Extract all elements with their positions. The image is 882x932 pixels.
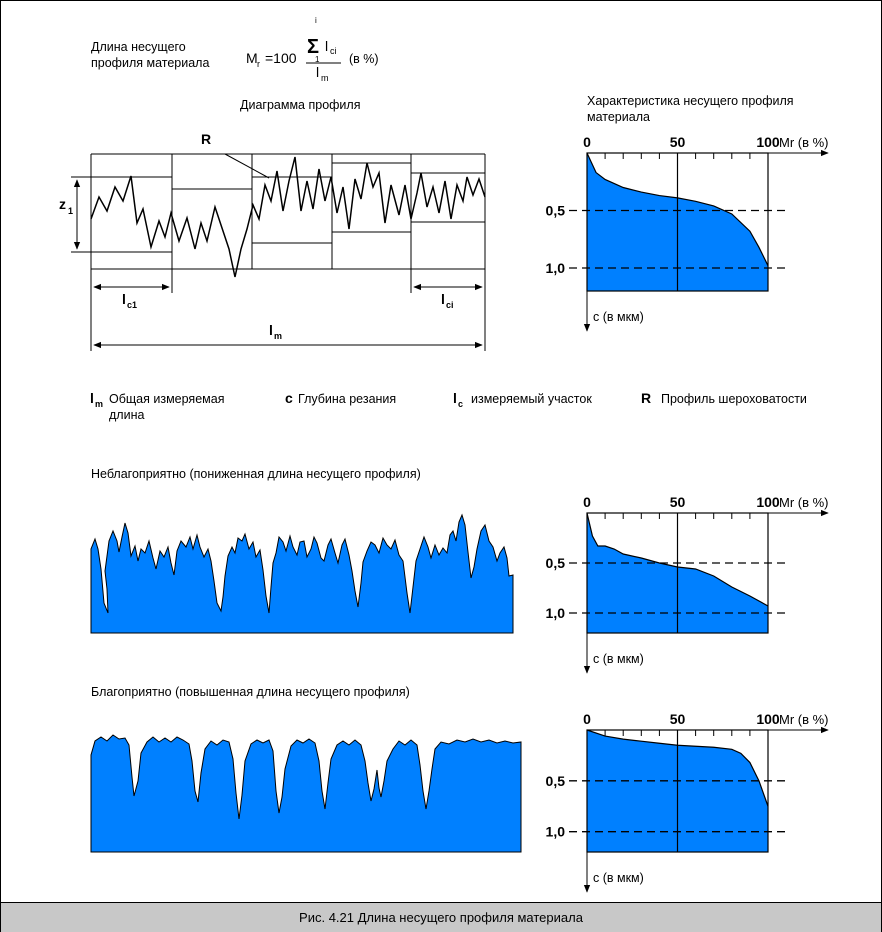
formula-sum: Σ [307, 36, 319, 58]
x-tick-label: 100 [756, 711, 780, 727]
formula-m: M [246, 50, 258, 66]
x-axis-label: Mr (в %) [779, 495, 829, 510]
legend-r-text: Профиль шероховатости [661, 392, 807, 406]
z1-sub: 1 [68, 206, 73, 216]
roughness-profile-line [90, 156, 486, 278]
svg-text:Длина несущего: Длина несущего [91, 40, 186, 54]
bearing-curve [586, 512, 769, 607]
x-tick-label: 0 [583, 494, 591, 510]
legend-lc-symbol: l [453, 390, 457, 406]
char-title-line2: материала [587, 110, 650, 124]
y-tick-label: 1,0 [546, 260, 566, 276]
x-tick-label: 0 [583, 134, 591, 150]
formula-num-sub: ci [330, 46, 337, 56]
legend-lc-text: измеряемый участок [471, 392, 592, 406]
legend: l m Общая измеряемая длина c Глубина рез… [90, 390, 807, 422]
x-axis-label: Mr (в %) [779, 135, 829, 150]
z1-label: z [59, 196, 66, 212]
y-tick-label: 0,5 [546, 203, 566, 219]
x-tick-label: 0 [583, 711, 591, 727]
legend-c-text: Глубина резания [298, 392, 396, 406]
legend-lm-text-1: Общая измеряемая [109, 392, 224, 406]
y-axis-label: c (в мкм) [593, 310, 644, 324]
legend-lc-sub: c [458, 399, 463, 409]
svg-text:профиля материала: профиля материала [91, 56, 209, 70]
lc1-label: l [122, 291, 126, 307]
x-tick-label: 50 [670, 711, 686, 727]
legend-r-symbol: R [641, 390, 651, 406]
unfavorable-surface-profile [90, 513, 514, 634]
formula-unit: (в %) [349, 52, 379, 66]
formula-num: l [325, 38, 328, 54]
formula-sum-top: i [315, 16, 317, 25]
bearing-length-formula: M r =100 i Σ 1 l ci l m (в %) [246, 16, 379, 83]
lm-label: l [269, 322, 273, 338]
profile-level-lines [71, 162, 485, 253]
r-leader-line [224, 153, 270, 179]
lci-sub: ci [446, 300, 454, 310]
favorable-surface-profile [90, 734, 522, 853]
lm-sub: m [274, 331, 282, 341]
profile-diagram-title: Диаграмма профиля [240, 98, 360, 112]
x-tick-label: 50 [670, 494, 686, 510]
legend-lm-symbol: l [90, 390, 94, 406]
x-tick-label: 100 [756, 134, 780, 150]
bearing-curve [586, 729, 769, 807]
lc1-sub: c1 [127, 300, 137, 310]
favorable-title: Благоприятно (повышенная длина несущего … [91, 685, 410, 699]
figure-caption: Рис. 4.21 Длина несущего профиля материа… [1, 902, 881, 932]
x-axis-label: Mr (в %) [779, 712, 829, 727]
x-tick-label: 50 [670, 134, 686, 150]
y-tick-label: 1,0 [546, 605, 566, 621]
legend-c-symbol: c [285, 390, 293, 406]
r-label: R [201, 131, 211, 147]
y-axis-label: c (в мкм) [593, 871, 644, 885]
profile-diagram: R z 1 l c1 l ci l m [59, 131, 486, 351]
formula-sub-r: r [257, 59, 260, 69]
y-tick-label: 1,0 [546, 824, 566, 840]
unfavorable-title: Неблагоприятно (пониженная длина несущег… [91, 467, 421, 481]
char-title-line1: Характеристика несущего профиля [587, 94, 794, 108]
formula-eq: =100 [265, 50, 297, 66]
legend-lm-text-2: длина [109, 408, 144, 422]
legend-lm-sub: m [95, 399, 103, 409]
lci-label: l [441, 291, 445, 307]
y-tick-label: 0,5 [546, 555, 566, 571]
profile-section-dividers [171, 154, 412, 293]
formula-den: l [316, 64, 319, 80]
x-tick-label: 100 [756, 494, 780, 510]
formula-sum-bottom: 1 [315, 55, 320, 64]
diagram-canvas: Длина несущего профиля материала M r =10… [59, 16, 829, 893]
y-axis-label: c (в мкм) [593, 652, 644, 666]
bearing-length-label: Длина несущего профиля материала [91, 40, 209, 70]
formula-den-sub: m [321, 73, 329, 83]
y-tick-label: 0,5 [546, 773, 566, 789]
